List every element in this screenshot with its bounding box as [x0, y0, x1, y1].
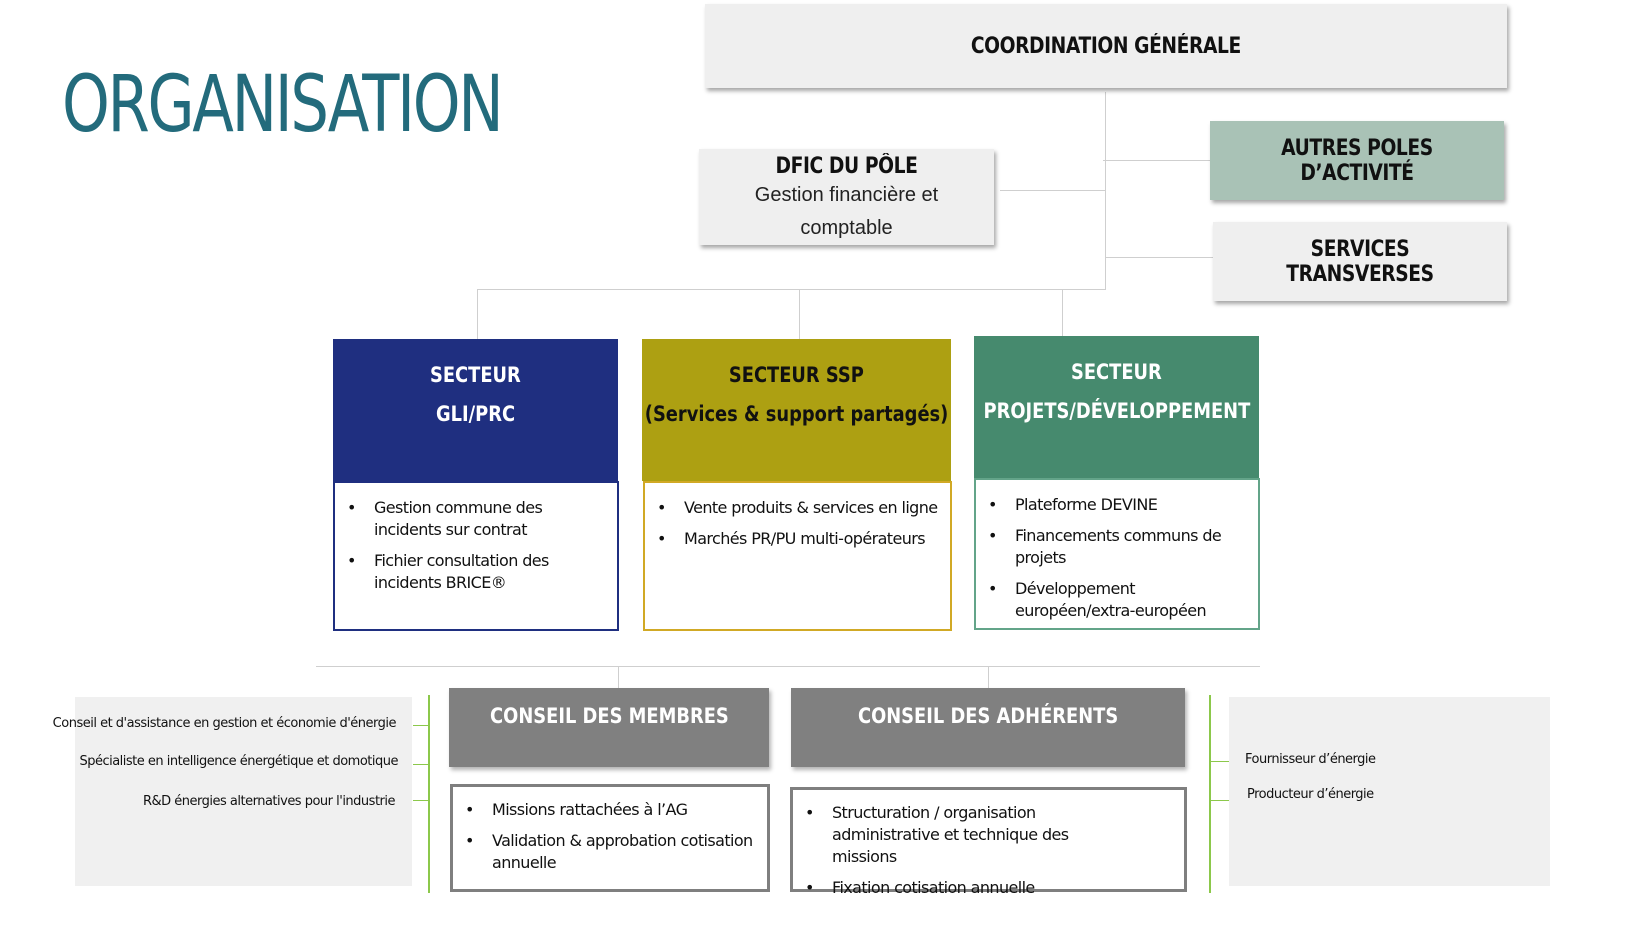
connector-line — [477, 289, 478, 339]
left-panel-item: Conseil et d'assistance en gestion et éc… — [52, 716, 397, 731]
connector-line — [799, 289, 800, 339]
sector-projets-title-line1: SECTEUR — [1071, 360, 1162, 384]
sector-gli-body: Gestion commune des incidents sur contra… — [333, 481, 619, 631]
sector-ssp-list: Vente produits & services en ligne March… — [655, 497, 940, 550]
conseil-membres-header: CONSEIL DES MEMBRES — [449, 688, 769, 767]
bracket-line — [428, 695, 430, 893]
left-panel-item: Spécialiste en intelligence énergétique … — [79, 754, 398, 769]
sector-projets-title-line2: PROJETS/DÉVELOPPEMENT — [983, 399, 1250, 423]
list-item: Financements communs de projets — [986, 525, 1248, 569]
right-panel-item: Producteur d’énergie — [1247, 787, 1374, 802]
connector-line — [1103, 160, 1211, 161]
sector-gli-list: Gestion commune des incidents sur contra… — [345, 497, 607, 594]
autres-poles-box: AUTRES POLES D’ACTIVITÉ — [1210, 121, 1504, 200]
sector-gli-header: SECTEUR GLI/PRC — [333, 339, 618, 481]
sector-gli-title-line1: SECTEUR — [430, 363, 521, 387]
dfic-title: DFIC DU PÔLE — [775, 153, 918, 179]
conseil-membres-label: CONSEIL DES MEMBRES — [489, 704, 729, 728]
connector-line — [1105, 92, 1106, 290]
services-transverses-label: SERVICES TRANSVERSES — [1286, 236, 1434, 287]
left-panel-item: R&D énergies alternatives pour l'industr… — [142, 794, 396, 809]
sector-ssp-title-line2: (Services & support partagés) — [644, 402, 949, 426]
coordination-generale-label: COORDINATION GÉNÉRALE — [970, 33, 1242, 59]
conseil-adherents-list: Structuration / organisation administrat… — [803, 802, 1174, 899]
list-item: Plateforme DEVINE — [986, 494, 1248, 516]
bracket-tick — [413, 800, 429, 801]
coordination-generale-box: COORDINATION GÉNÉRALE — [705, 4, 1507, 88]
connector-line — [316, 666, 1260, 667]
bracket-tick — [413, 725, 429, 726]
conseil-adherents-body: Structuration / organisation administrat… — [790, 787, 1187, 899]
bracket-tick — [413, 764, 429, 765]
left-services-panel — [75, 697, 412, 886]
connector-line — [477, 289, 1106, 290]
list-item: Gestion commune des incidents sur contra… — [345, 497, 607, 541]
list-item: Fichier consultation des incidents BRICE… — [345, 550, 607, 594]
conseil-adherents-label: CONSEIL DES ADHÉRENTS — [857, 704, 1119, 728]
sector-ssp-header: SECTEUR SSP (Services & support partagés… — [642, 339, 951, 481]
conseil-membres-body: Missions rattachées à l’AG Validation & … — [450, 784, 770, 892]
sector-projets-header: SECTEUR PROJETS/DÉVELOPPEMENT — [974, 336, 1259, 478]
list-item: Missions rattachées à l’AG — [463, 799, 757, 821]
bracket-tick — [1211, 761, 1229, 762]
list-item: Vente produits & services en ligne — [655, 497, 940, 519]
dfic-subtitle-line1: Gestion financière et — [754, 183, 939, 206]
connector-line — [618, 666, 619, 688]
right-panel-item: Fournisseur d’énergie — [1245, 752, 1376, 767]
list-item: Structuration / organisation administrat… — [803, 802, 1174, 868]
sector-gli-title-line2: GLI/PRC — [435, 402, 516, 426]
conseil-membres-list: Missions rattachées à l’AG Validation & … — [463, 799, 757, 874]
list-item: Fixation cotisation annuelle — [803, 877, 1174, 899]
right-services-panel — [1229, 697, 1550, 886]
connector-line — [988, 666, 989, 688]
sector-ssp-title-line1: SECTEUR SSP — [729, 363, 864, 387]
list-item: Développement européen/extra-européen — [986, 578, 1248, 622]
list-item: Marchés PR/PU multi-opérateurs — [655, 528, 940, 550]
connector-line — [1105, 257, 1213, 258]
bracket-line — [1209, 695, 1211, 893]
connector-line — [1000, 190, 1105, 191]
page-title: ORGANISATION — [62, 60, 504, 150]
sector-projets-body: Plateforme DEVINE Financements communs d… — [974, 478, 1260, 630]
bracket-tick — [1211, 800, 1229, 801]
list-item: Validation & approbation cotisation annu… — [463, 830, 757, 874]
services-transverses-box: SERVICES TRANSVERSES — [1213, 222, 1507, 301]
autres-poles-label: AUTRES POLES D’ACTIVITÉ — [1281, 135, 1433, 186]
sector-projets-list: Plateforme DEVINE Financements communs d… — [986, 494, 1248, 622]
dfic-subtitle-line2: comptable — [800, 216, 893, 239]
sector-ssp-body: Vente produits & services en ligne March… — [643, 481, 952, 631]
conseil-adherents-header: CONSEIL DES ADHÉRENTS — [791, 688, 1185, 767]
connector-line — [1062, 289, 1063, 337]
dfic-box: DFIC DU PÔLE Gestion financière et compt… — [699, 149, 994, 245]
